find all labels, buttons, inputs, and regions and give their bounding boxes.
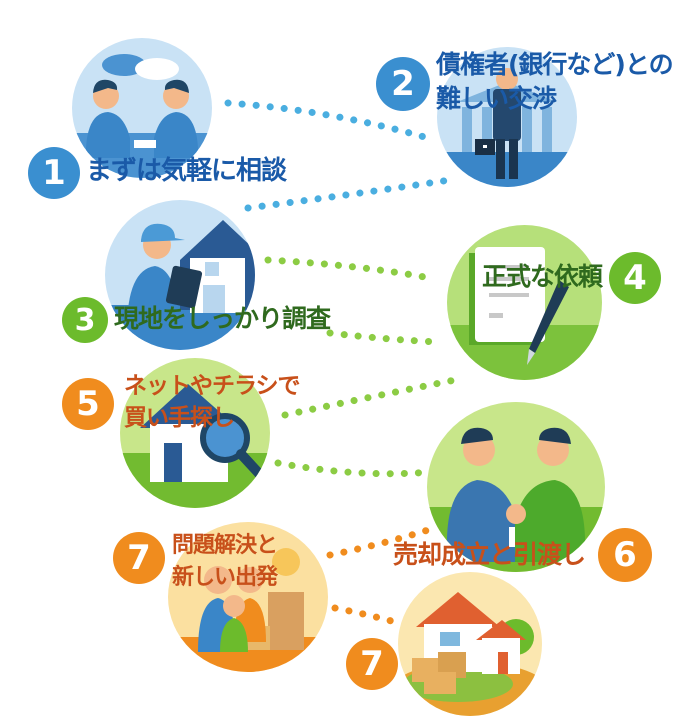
- step-2-label-line-1: 債権者(銀行など)との: [436, 50, 674, 79]
- step-5-label-line-2: 買い手探し: [124, 405, 235, 432]
- step-1-label: まずは気軽に相談: [86, 156, 287, 187]
- step-3-badge: 3: [62, 297, 108, 343]
- connector-3-4: [264, 256, 434, 282]
- handshake-icon: [427, 427, 605, 572]
- step-7-label-line-1: 問題解決と: [172, 533, 278, 558]
- connector-3-4b: [326, 329, 444, 346]
- step-4-label: 正式な依頼: [482, 262, 603, 292]
- step-1-illustration: [72, 38, 212, 178]
- connector-5-6: [274, 459, 434, 478]
- step-5-label: ネットやチラシで 買い手探し: [124, 370, 301, 434]
- step-4-badge: 4: [609, 252, 661, 304]
- step-7b-illustration: [398, 572, 542, 716]
- step-7-badge: 7: [113, 532, 165, 584]
- step-7-label-line-2: 新しい出発: [172, 564, 278, 590]
- step-7b-badge: 7: [346, 638, 398, 690]
- step-5-label-line-1: ネットやチラシで: [124, 373, 301, 399]
- step-6-label-line-1: 売却成立と引渡し: [393, 540, 586, 569]
- step-2-number: 2: [391, 64, 415, 104]
- step-6-badge: 6: [598, 528, 652, 582]
- step-6-label: 売却成立と引渡し: [393, 540, 586, 570]
- step-7-number: 7: [127, 538, 151, 578]
- consultation-icon: [72, 54, 212, 178]
- step-1-number: 1: [42, 153, 66, 193]
- step-2-illustration: [437, 47, 577, 187]
- step-2-badge: 2: [376, 57, 430, 111]
- step-3-label: 現地をしっかり調査: [114, 304, 331, 334]
- house-boxes-icon: [398, 592, 542, 716]
- connector-4-5: [281, 376, 459, 419]
- step-7-label: 問題解決と 新しい出発: [172, 530, 278, 594]
- step-1-label-line-1: まずは気軽に相談: [86, 156, 287, 186]
- step-4-label-line-1: 正式な依頼: [482, 262, 603, 291]
- step-5-number: 5: [76, 384, 100, 424]
- step-3-number: 3: [74, 302, 96, 338]
- step-6-illustration: [427, 402, 605, 572]
- step-2-label-line-2: 難しい交渉: [436, 83, 557, 113]
- step-6-number: 6: [613, 535, 637, 575]
- step-4-number: 4: [623, 258, 647, 298]
- step-4-illustration: [447, 225, 602, 380]
- step-7b-number: 7: [360, 644, 384, 684]
- step-3-label-line-1: 現地をしっかり調査: [114, 304, 331, 333]
- step-2-label: 債権者(銀行など)との 難しい交渉: [436, 48, 674, 116]
- connector-7-7b: [331, 604, 399, 626]
- process-flow-diagram: 1 まずは気軽に相談 2 債権者(銀行など)との 難しい交渉: [28, 38, 674, 716]
- document-pen-icon: [447, 247, 602, 380]
- step-5-badge: 5: [62, 378, 114, 430]
- step-1-badge: 1: [28, 147, 80, 199]
